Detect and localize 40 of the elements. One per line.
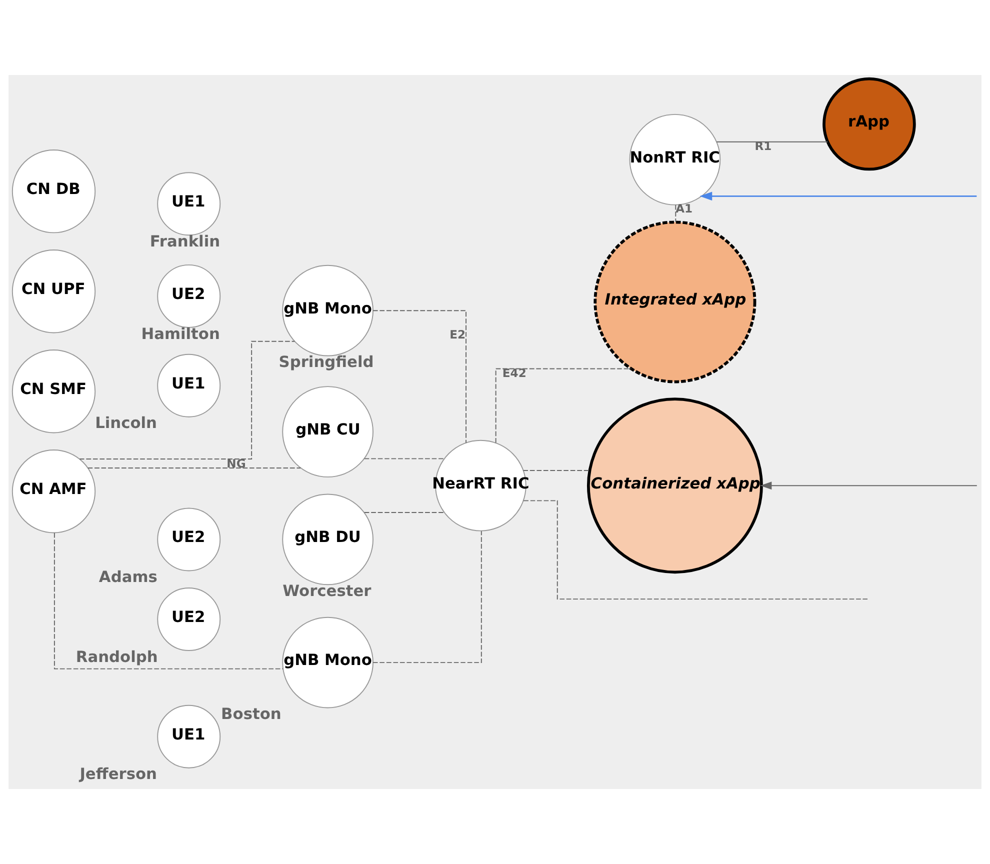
arrow <box>700 192 977 201</box>
connector <box>716 141 828 142</box>
node-circle: UE1 <box>157 704 221 768</box>
connector <box>675 204 676 222</box>
connector <box>495 368 632 444</box>
connector <box>54 532 284 670</box>
node-circle: UE1 <box>157 172 221 236</box>
node-circle: UE2 <box>157 588 221 651</box>
node-circle: rApp <box>822 77 916 171</box>
connector <box>364 512 445 514</box>
node-label: Lincoln <box>95 414 158 432</box>
connector <box>364 458 445 460</box>
node-circle: gNB DU <box>282 494 374 586</box>
node-circle: Containerized xApp <box>586 398 763 574</box>
node-circle: UE1 <box>157 354 221 418</box>
connector <box>522 470 590 472</box>
node-label: Randolph <box>76 648 158 666</box>
node-circle: gNB Mono <box>282 264 374 356</box>
node-circle: gNB Mono <box>282 616 374 708</box>
node-label: Boston <box>221 705 282 724</box>
edge-label: NG <box>226 456 246 470</box>
node-circle: CN DB <box>12 150 96 234</box>
node-circle: NonRT RIC <box>629 114 721 206</box>
node-circle: Integrated xApp <box>594 220 756 384</box>
node-circle: UE2 <box>157 264 221 328</box>
node-circle: UE2 <box>157 508 221 572</box>
connector <box>372 530 482 664</box>
connector <box>79 340 296 460</box>
node-label: Jefferson <box>80 765 157 784</box>
node-label: Adams <box>98 568 158 586</box>
node-circle: CN SMF <box>12 350 96 434</box>
node-circle: NearRT RIC <box>435 440 526 532</box>
connector <box>523 500 870 600</box>
connector <box>372 310 466 444</box>
edge-label: E42 <box>502 366 526 380</box>
arrow <box>760 482 978 490</box>
node-circle: gNB CU <box>282 386 374 478</box>
node-circle: CN AMF <box>12 450 96 534</box>
edge-label: E2 <box>450 327 466 342</box>
node-circle: CN UPF <box>12 250 96 334</box>
